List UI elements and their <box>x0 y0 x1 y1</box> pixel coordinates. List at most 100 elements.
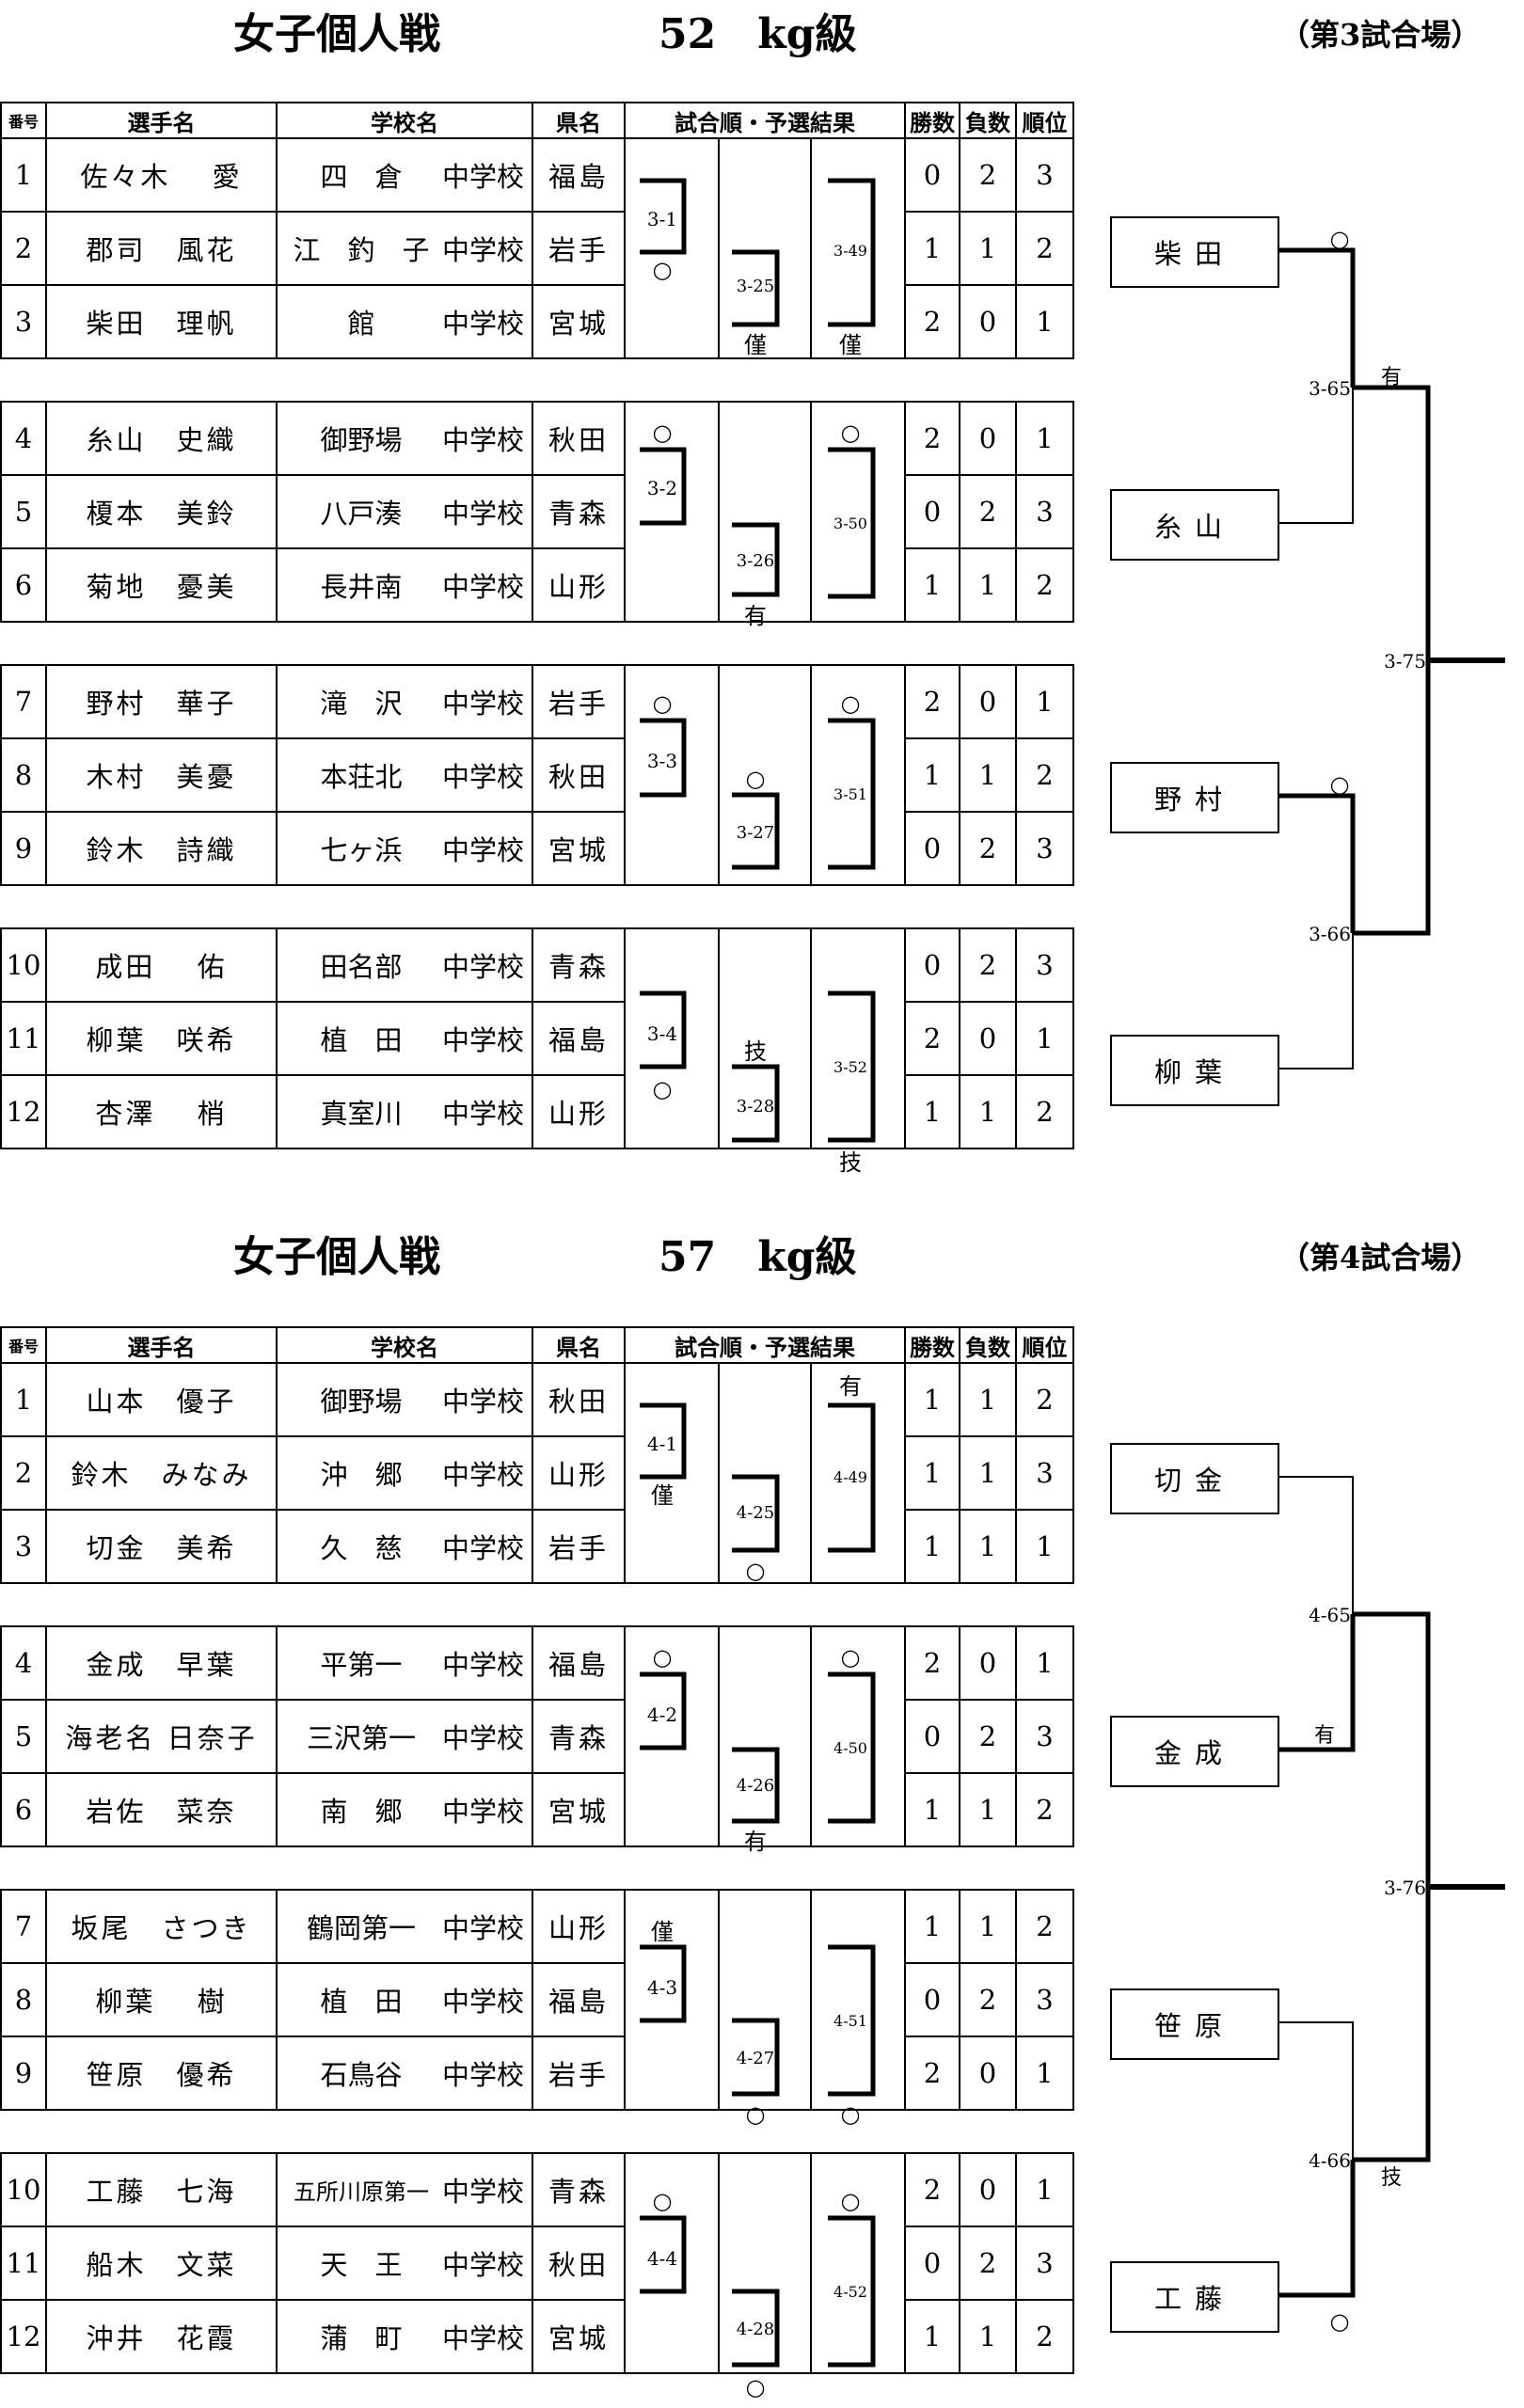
player-rank: 3 <box>1015 927 1075 1003</box>
gap-cell <box>1 1582 1074 1627</box>
player-name: 糸山 史織 <box>45 401 278 476</box>
header-no: 番号 <box>0 102 47 139</box>
player-losses: 1 <box>959 1772 1018 1847</box>
bracket-line-winner <box>1353 1611 1431 1887</box>
player-name: 坂尾 さつき <box>45 1889 278 1964</box>
result-cell <box>718 1889 812 2111</box>
match-label: 3-28 <box>737 1097 774 1117</box>
player-losses: 1 <box>959 1435 1018 1511</box>
player-losses: 0 <box>959 2152 1018 2227</box>
table-row: 8 柳葉 樹 植 田中学校 福島 0 2 3 <box>0 1962 1075 2037</box>
match-result: ○ <box>746 2374 766 2400</box>
match-label: 3-1 <box>647 208 677 230</box>
school-suffix: 中学校 <box>441 498 524 530</box>
player-wins: 1 <box>904 1772 961 1847</box>
table-row: 6 岩佐 菜奈 南 郷中学校 宮城 1 1 2 <box>0 1772 1075 1847</box>
player-pref: 福島 <box>532 1001 626 1076</box>
match-bracket-line <box>732 249 780 327</box>
player-wins: 0 <box>904 927 961 1003</box>
match-label: 3-27 <box>737 823 774 843</box>
school-name: 植 田 <box>320 1986 403 2018</box>
player-rank: 1 <box>1015 284 1075 359</box>
match-bracket-line <box>640 718 687 798</box>
header-pref: 県名 <box>532 102 626 139</box>
table-row: 2 郡司 風花 江 釣 子中学校 岩手 1 1 2 <box>0 211 1075 286</box>
player-losses: 2 <box>959 2226 1018 2301</box>
result-cell <box>809 927 907 1149</box>
player-no: 12 <box>0 1074 47 1149</box>
bout-label: 3-75 <box>1384 650 1426 673</box>
match-result: ○ <box>653 1076 673 1102</box>
bracket-line <box>1276 388 1354 524</box>
group-gap <box>1 2109 1074 2154</box>
round-robin-bracket: 4-1 僅 4-25 ○ 有 4-49 <box>640 1373 876 1584</box>
player-wins: 2 <box>904 1625 961 1701</box>
match-label: 3-52 <box>833 1058 867 1076</box>
table-row: 10 工藤 七海 五所川原第一中学校 青森 2 0 1 <box>0 2152 1075 2374</box>
bracket-line-winner <box>1276 247 1356 388</box>
school-suffix: 中学校 <box>441 1386 524 1418</box>
match-label: 3-25 <box>737 277 774 296</box>
result-cell <box>809 2152 907 2374</box>
player-pref: 秋田 <box>532 1362 626 1437</box>
player-wins: 1 <box>904 547 961 623</box>
player-losses: 0 <box>959 664 1018 739</box>
finalist-box: 金成 <box>1110 1716 1279 1787</box>
player-no: 4 <box>0 401 47 476</box>
player-rank: 2 <box>1015 211 1075 286</box>
player-pref: 宮城 <box>532 1772 626 1847</box>
school-name: 沖 郷 <box>320 1459 403 1491</box>
school-name: 八戸湊 <box>320 498 403 530</box>
bracket-line-winner <box>1276 2160 1356 2298</box>
section2-weight: 57 kg級 <box>659 1233 857 1281</box>
player-name: 柴田 理帆 <box>45 284 278 359</box>
finalist-box: 柴田 <box>1110 216 1279 288</box>
match-label: 4-4 <box>647 2247 677 2270</box>
match-result: 僅 <box>744 332 767 358</box>
school-suffix: 中学校 <box>441 1912 524 1944</box>
gap-cell <box>1 884 1074 929</box>
player-school: 御野場中学校 <box>276 1362 533 1437</box>
player-rank: 1 <box>1015 1001 1075 1076</box>
player-name: 菊地 憂美 <box>45 547 278 623</box>
match-label: 3-4 <box>647 1022 677 1045</box>
group-gap <box>1 884 1074 929</box>
player-losses: 1 <box>959 1074 1018 1149</box>
round-robin-bracket: ○ 3-3 ○ 3-27 ○ 3-51 <box>640 690 876 870</box>
match-result: ○ <box>746 2101 766 2128</box>
player-no: 1 <box>0 137 47 213</box>
result-cell <box>809 664 907 886</box>
player-school: 五所川原第一中学校 <box>276 2152 533 2227</box>
table-row: 3 柴田 理帆 館中学校 宮城 2 0 1 <box>0 284 1075 359</box>
player-no: 2 <box>0 1435 47 1511</box>
player-pref: 秋田 <box>532 401 626 476</box>
player-school: 蒲 町中学校 <box>276 2299 533 2374</box>
table-row: 5 榎本 美鈴 八戸湊中学校 青森 0 2 3 <box>0 474 1075 549</box>
player-no: 1 <box>0 1362 47 1437</box>
match-bracket-line <box>640 1944 687 2023</box>
player-no: 11 <box>0 1001 47 1076</box>
bout-result: ○ <box>1330 226 1350 252</box>
header-losses: 負数 <box>959 102 1018 139</box>
player-losses: 2 <box>959 1699 1018 1774</box>
finalist-box: 笹原 <box>1110 1988 1279 2060</box>
player-losses: 1 <box>959 211 1018 286</box>
school-name: 五所川原第一 <box>294 2178 429 2206</box>
match-bracket-line <box>732 2018 780 2097</box>
player-wins: 0 <box>904 1699 961 1774</box>
match-bracket-line <box>640 1402 687 1480</box>
player-no: 8 <box>0 737 47 813</box>
player-pref: 岩手 <box>532 664 626 739</box>
round-robin-bracket: 3-4 ○ 技 3-28 3-52 技 <box>640 990 876 1176</box>
player-wins: 0 <box>904 811 961 886</box>
tournament-bracket: 4-65 有 4-66 技 ○ 3-76 <box>1276 1476 1505 2335</box>
school-name: 七ヶ浜 <box>320 834 403 866</box>
tournament-bracket: ○ 有 3-65 ○ 3-66 3-75 <box>1276 226 1505 1069</box>
table-row: 7 野村 華子 滝 沢中学校 岩手 2 0 1 <box>0 664 1075 886</box>
player-wins: 1 <box>904 1509 961 1584</box>
match-bracket-line <box>828 990 876 1143</box>
result-cell <box>718 401 812 623</box>
player-losses: 1 <box>959 547 1018 623</box>
round-robin-bracket: ○ 3-2 3-26 有 ○ 3-50 <box>640 420 876 629</box>
match-result: ○ <box>841 2101 861 2128</box>
